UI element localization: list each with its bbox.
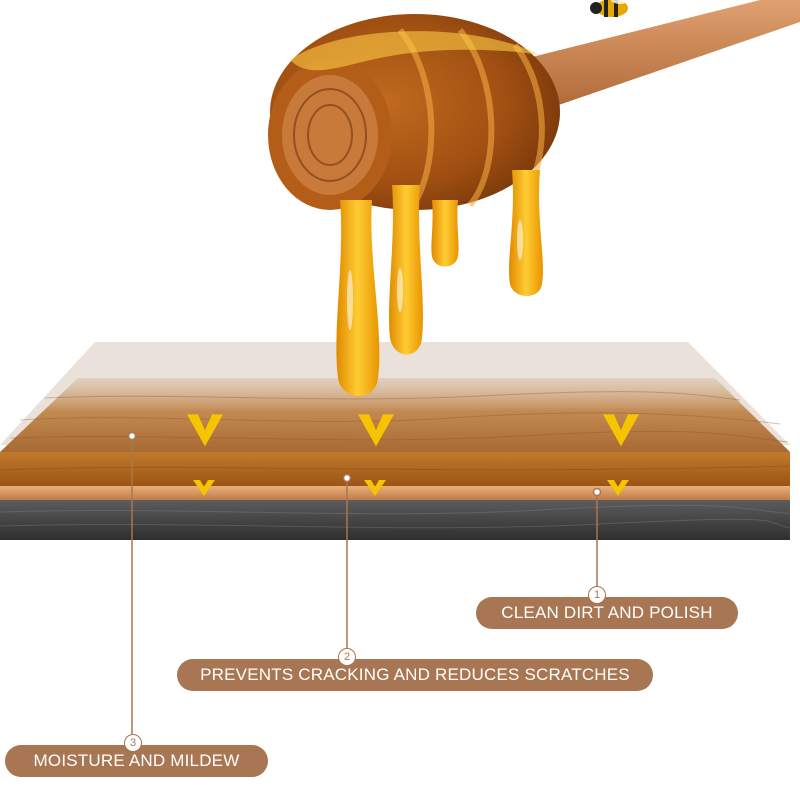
callout-number-1: 1 bbox=[588, 586, 606, 604]
wood-grain bbox=[9, 391, 789, 443]
down-chevron-icon bbox=[607, 480, 629, 496]
callout-number-3: 3 bbox=[124, 734, 142, 752]
wood-layers bbox=[0, 342, 791, 540]
down-chevron-icon bbox=[358, 414, 394, 447]
honey-drips bbox=[336, 170, 543, 396]
callout-leaders bbox=[131, 436, 598, 734]
wood-surface-layer bbox=[0, 378, 790, 452]
callout-label-clean-dirt: CLEAN DIRT AND POLISH bbox=[476, 597, 738, 629]
callout-number-2: 2 bbox=[338, 648, 356, 666]
down-chevron-icon bbox=[193, 480, 215, 496]
honey-dipper-handle bbox=[520, 0, 800, 108]
down-chevron-icon bbox=[187, 414, 223, 447]
base-layer bbox=[0, 500, 790, 540]
callout-label-prevents-cracking: PREVENTS CRACKING AND REDUCES SCRATCHES bbox=[177, 659, 653, 691]
down-chevron-icons bbox=[187, 414, 639, 496]
down-chevron-icon bbox=[603, 414, 639, 447]
veneer-layer bbox=[0, 486, 790, 500]
callout-dots bbox=[127, 431, 602, 497]
down-chevron-icon bbox=[364, 480, 386, 496]
honey-dipper-icon bbox=[268, 14, 560, 212]
bee-icon bbox=[590, 0, 630, 17]
